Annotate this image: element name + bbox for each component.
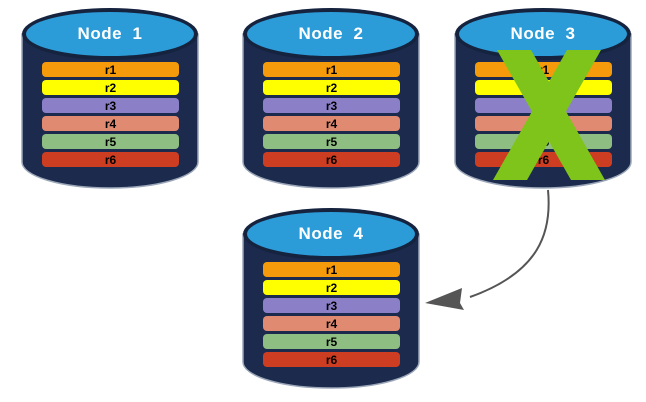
row-pill-r4[interactable]: r4 [42,116,179,131]
row-pill-r1[interactable]: r1 [263,262,400,277]
row-pill-r6[interactable]: r6 [263,152,400,167]
row-pill-r1[interactable]: r1 [263,62,400,77]
row-pill-r4[interactable]: r4 [263,316,400,331]
row-pill-r3[interactable]: r3 [42,98,179,113]
node-title: Node 2 [298,24,364,43]
node-title: Node 4 [298,224,364,243]
row-pill-r6[interactable]: r6 [42,152,179,167]
row-pill-r5[interactable]: r5 [263,134,400,149]
row-pill-r4[interactable]: r4 [263,116,400,131]
node-4-cylinder[interactable]: Node 4 r1 r2 r3 r4 r5 r6 [242,208,420,389]
node-title: Node 1 [77,24,143,43]
node-title: Node 3 [510,24,576,43]
row-pill-r4[interactable]: r4 [475,116,612,131]
row-pill-r5[interactable]: r5 [475,134,612,149]
node-1-cylinder[interactable]: Node 1 r1 r2 r3 r4 r5 r6 [21,8,199,189]
row-pill-r3[interactable]: r3 [263,98,400,113]
row-pill-r3[interactable]: r3 [263,298,400,313]
cylinder-top-face [247,212,415,256]
row-pill-r2[interactable]: r2 [475,80,612,95]
node-3-cylinder[interactable]: Node 3 r1 r2 r3 r4 r5 r6 [454,8,632,189]
arrow-head [425,288,464,310]
row-pill-r1[interactable]: r1 [42,62,179,77]
row-pill-r2[interactable]: r2 [263,80,400,95]
row-pill-r2[interactable]: r2 [263,280,400,295]
cylinder-top-face [247,12,415,56]
row-pill-r1[interactable]: r1 [475,62,612,77]
cylinder-top-face [26,12,194,56]
row-pill-r3[interactable]: r3 [475,98,612,113]
cylinder-top-face [459,12,627,56]
arrow-curve [469,189,550,298]
row-pill-r6[interactable]: r6 [263,352,400,367]
row-pill-r5[interactable]: r5 [42,134,179,149]
row-pill-r5[interactable]: r5 [263,334,400,349]
row-pill-r6[interactable]: r6 [475,152,612,167]
row-pill-r2[interactable]: r2 [42,80,179,95]
node-2-cylinder[interactable]: Node 2 r1 r2 r3 r4 r5 r6 [242,8,420,189]
